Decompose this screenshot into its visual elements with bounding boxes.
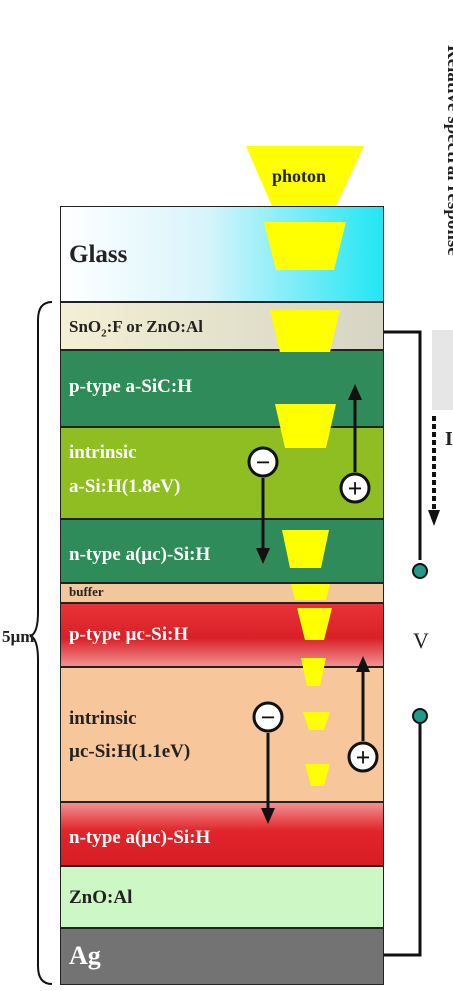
- hole-plus-icon: [347, 741, 379, 773]
- photon-beam: [270, 310, 340, 352]
- electron-minus-sign: −: [256, 448, 271, 477]
- photon-beam: [305, 764, 330, 786]
- intrinsic-asi-layer: intrinsic a-Si:H(1.8eV): [60, 427, 384, 519]
- current-label: I: [445, 428, 453, 450]
- p-type-uc-label: p-type µc-Si:H: [69, 624, 189, 645]
- terminal-bottom: [412, 708, 428, 724]
- arrow-down-icon: [428, 510, 440, 526]
- n-type-bottom-layer: n-type a(µc)-Si:H: [60, 802, 384, 866]
- intrinsic-uc-label-1: intrinsic: [69, 708, 137, 729]
- arrow-down-icon: [256, 548, 270, 564]
- photon-label: photon: [272, 166, 326, 186]
- arrow-down-icon: [261, 808, 275, 824]
- ag-layer: Ag: [60, 928, 384, 985]
- p-type-asic-label: p-type a-SiC:H: [69, 376, 192, 397]
- photon-beam: [301, 658, 326, 686]
- intrinsic-asi-label-2: a-Si:H(1.8eV): [69, 476, 181, 497]
- photon-beam: [297, 608, 332, 640]
- voltage-label: V: [413, 628, 429, 653]
- tco-label-main: SnO: [69, 317, 102, 336]
- side-gray-bar: [432, 330, 453, 410]
- zno-layer: ZnO:Al: [60, 866, 384, 928]
- intrinsic-asi-label-1: intrinsic: [69, 442, 137, 463]
- buffer-label: buffer: [69, 584, 104, 599]
- spectral-response-text: Relative spectral response: [443, 45, 453, 256]
- tco-label: SnO2:F or ZnO:Al: [69, 317, 203, 339]
- electron-minus-icon: [252, 701, 284, 733]
- n-type-bottom-label: n-type a(µc)-Si:H: [69, 827, 211, 848]
- glass-label: Glass: [69, 241, 128, 268]
- intrinsic-uc-layer: intrinsic µc-Si:H(1.1eV): [60, 667, 384, 802]
- hole-plus-sign: +: [348, 474, 363, 503]
- photon-trapezoid: [246, 146, 364, 206]
- tco-label-rest: :F or ZnO:Al: [106, 317, 203, 336]
- arrow-up-icon: [356, 656, 370, 672]
- n-type-top-layer: n-type a(µc)-Si:H: [60, 519, 384, 583]
- terminal-top: [412, 563, 428, 579]
- arrow-up-icon: [348, 384, 362, 400]
- hole-plus-icon: [339, 472, 371, 504]
- intrinsic-uc-label-2: µc-Si:H(1.1eV): [69, 741, 191, 762]
- thickness-label: 5µm: [2, 627, 34, 646]
- photon-beam: [282, 530, 329, 568]
- thickness-brace: [29, 301, 53, 985]
- hole-plus-sign: +: [356, 743, 371, 772]
- wire-top: [384, 330, 422, 560]
- electron-minus-icon: [247, 446, 279, 478]
- photon-beam: [275, 404, 336, 448]
- photon-beam: [264, 222, 346, 270]
- tco-label-sub: 2: [101, 327, 107, 340]
- n-type-top-label: n-type a(µc)-Si:H: [69, 544, 211, 565]
- photon-beam: [291, 584, 330, 600]
- zno-label: ZnO:Al: [69, 887, 133, 908]
- ag-label: Ag: [69, 941, 101, 970]
- photon-beam: [303, 712, 330, 730]
- electron-minus-sign: −: [261, 703, 276, 732]
- wire-bottom: [384, 724, 422, 957]
